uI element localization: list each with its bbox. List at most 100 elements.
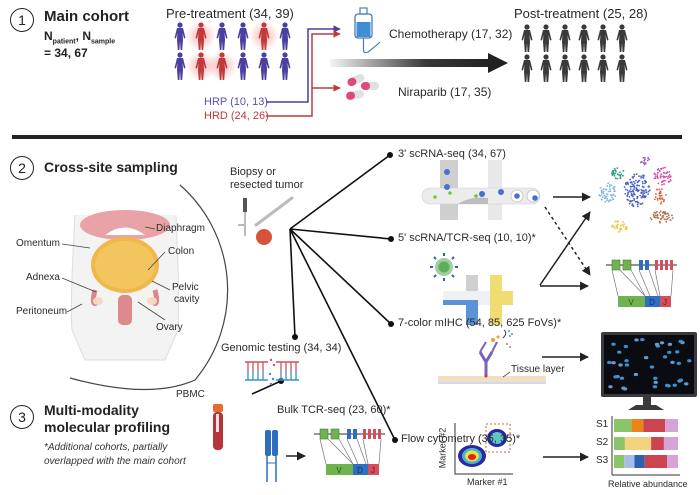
umap-cell-point	[658, 211, 661, 214]
anatomy-omentum: Omentum	[16, 238, 60, 249]
section-3-note-line2: overlapped with the main cohort	[44, 456, 186, 467]
umap-cell-point	[620, 173, 623, 176]
umap-cell-point	[641, 196, 643, 198]
hrp-patient-icon	[258, 52, 270, 80]
umap-cell-point	[640, 160, 643, 163]
umap-cell-point	[662, 216, 664, 219]
umap-cell-point	[624, 192, 627, 195]
abundance-chart	[611, 416, 680, 476]
umap-cell-point	[629, 200, 632, 202]
umap-cell-point	[604, 201, 606, 203]
umap-cell-point	[668, 180, 671, 183]
anatomy-peritoneum: Peritoneum	[16, 306, 68, 317]
umap-cell-point	[611, 196, 613, 199]
umap-cell-point	[612, 193, 615, 196]
n-label: Npatient, Nsample	[44, 29, 115, 45]
mihc-cell	[684, 382, 689, 386]
vdj-diagram-bulk	[314, 428, 385, 475]
anatomy-ovary: Ovary	[156, 322, 183, 333]
umap-cell-point	[654, 196, 657, 198]
umap-cell-point	[627, 193, 629, 196]
umap-cell-point	[658, 191, 661, 194]
umap-cell-point	[642, 192, 645, 194]
umap-cell-point	[625, 225, 628, 228]
umap-cell-point	[660, 194, 663, 197]
pbmc-label: PBMC	[176, 389, 205, 400]
umap-cell-point	[603, 194, 606, 197]
umap-cell-point	[605, 195, 608, 198]
umap-cell-point	[626, 198, 629, 201]
mihc-cell	[666, 384, 671, 388]
umap-cell-point	[608, 186, 611, 188]
section-3-number: 3	[10, 405, 34, 429]
umap-cell-point	[630, 193, 633, 195]
umap-cell-point	[640, 188, 643, 191]
umap-cell-point	[632, 205, 635, 208]
umap-cell-point	[643, 163, 646, 166]
umap-cell-point	[671, 214, 673, 217]
umap-cell-point	[622, 174, 624, 177]
abundance-xlabel: Relative abundance	[608, 479, 688, 489]
mihc-cell	[676, 361, 682, 365]
n-sample-sub: sample	[90, 38, 116, 46]
assay-genomic: Genomic testing (34, 34)	[221, 342, 342, 354]
post-patient-icon	[597, 24, 609, 52]
umap-cell-point	[612, 198, 615, 201]
umap-cell-point	[658, 188, 661, 191]
umap-cell-point	[627, 191, 630, 194]
tcr-receptor-icon	[265, 430, 278, 482]
umap-cell-point	[657, 182, 660, 185]
umap-cell-point	[638, 175, 640, 177]
mihc-cell	[667, 350, 672, 354]
arrow-scrna3-vdj-dashed	[544, 206, 591, 276]
abundance-segment	[643, 419, 666, 432]
umap-cell-point	[608, 183, 611, 186]
anatomy-adnexa: Adnexa	[26, 272, 60, 283]
umap-cell-point	[659, 202, 662, 205]
mihc-cell	[613, 375, 618, 379]
hrp-patient-icon	[174, 22, 186, 50]
umap-cell-point	[635, 173, 638, 176]
post-treatment-cohort	[521, 24, 628, 82]
umap-cell-point	[638, 189, 640, 192]
biopsy-needle-icon	[238, 196, 294, 236]
umap-cell-point	[663, 198, 665, 201]
umap-cell-point	[600, 190, 603, 193]
umap-cell-point	[644, 195, 647, 198]
umap-cell-point	[626, 182, 628, 185]
mihc-cell	[670, 360, 675, 365]
umap-cell-point	[619, 171, 621, 174]
umap-cell-point	[645, 181, 648, 183]
umap-cell-point	[613, 167, 616, 170]
mihc-cell	[633, 372, 639, 377]
umap-cell-point	[666, 212, 669, 215]
abundance-segment	[663, 437, 678, 450]
vdj-d-label: D	[649, 298, 655, 307]
umap-cell-point	[669, 219, 672, 221]
umap-cell-point	[647, 157, 649, 159]
n-sep: ,	[75, 29, 79, 43]
umap-cell-point	[662, 171, 665, 174]
mihc-cell	[643, 355, 649, 360]
umap-cell-point	[626, 195, 629, 198]
assay-mihc: 7-color mIHC (54, 85, 625 FoVs)*	[398, 317, 562, 329]
umap-cell-point	[664, 193, 667, 196]
marker-y-label: Marker #2	[437, 427, 448, 469]
umap-cell-point	[638, 184, 641, 187]
umap-cell-point	[653, 172, 656, 175]
abundance-segment	[614, 419, 632, 432]
umap-cell-point	[632, 189, 634, 192]
mihc-cell	[659, 341, 665, 345]
umap-cell-point	[663, 183, 665, 186]
umap-cell-point	[667, 175, 670, 178]
umap-cell-point	[610, 199, 612, 202]
umap-cell-point	[667, 214, 670, 217]
dna-icon	[245, 358, 299, 386]
umap-cell-point	[668, 173, 671, 176]
umap-cell-point	[656, 213, 659, 216]
umap-cell-point	[656, 177, 659, 179]
umap-cell-point	[656, 168, 659, 171]
marker-x-label: Marker #1	[467, 477, 508, 487]
abundance-segment	[651, 437, 664, 450]
umap-cell-point	[654, 212, 657, 214]
